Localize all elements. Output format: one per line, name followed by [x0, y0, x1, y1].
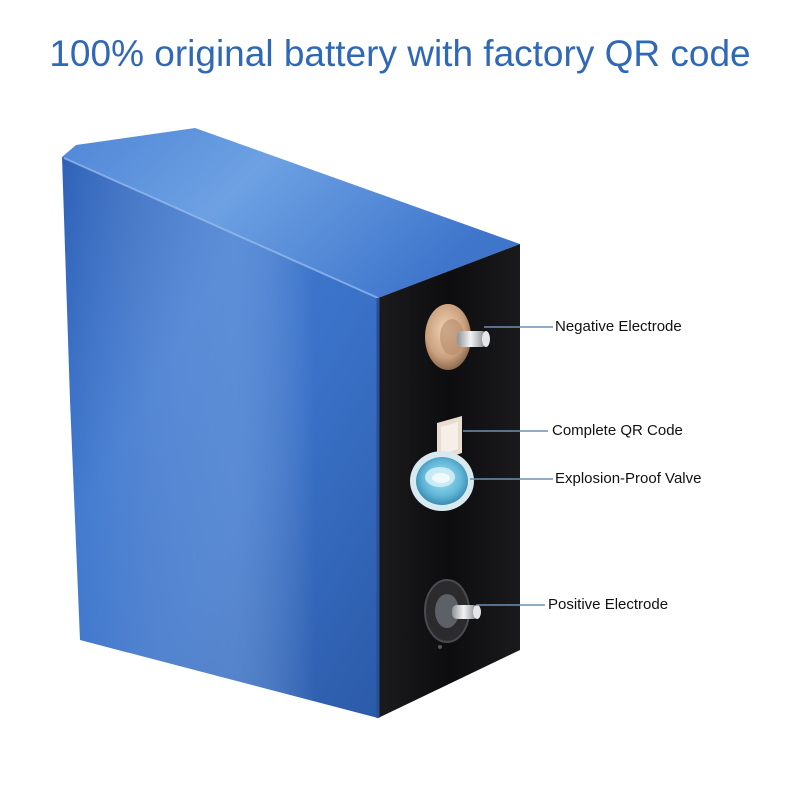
qr-code-label: Complete QR Code: [552, 422, 683, 439]
battery-front-sheen: [62, 157, 378, 718]
explosion-proof-valve-label: Explosion-Proof Valve: [555, 470, 702, 487]
positive-electrode-label: Positive Electrode: [548, 596, 669, 613]
vent-dot: [438, 645, 442, 649]
battery-edge-highlight: [63, 157, 379, 299]
positive-terminal: [424, 579, 481, 643]
qr-code-sticker: [437, 416, 462, 461]
explosion-proof-valve: [410, 451, 474, 511]
headline: 100% original battery with factory QR co…: [49, 33, 751, 74]
negative-electrode-label: Negative Electrode: [555, 318, 682, 335]
negative-terminal: [425, 304, 490, 370]
battery-top-face: [62, 128, 520, 298]
